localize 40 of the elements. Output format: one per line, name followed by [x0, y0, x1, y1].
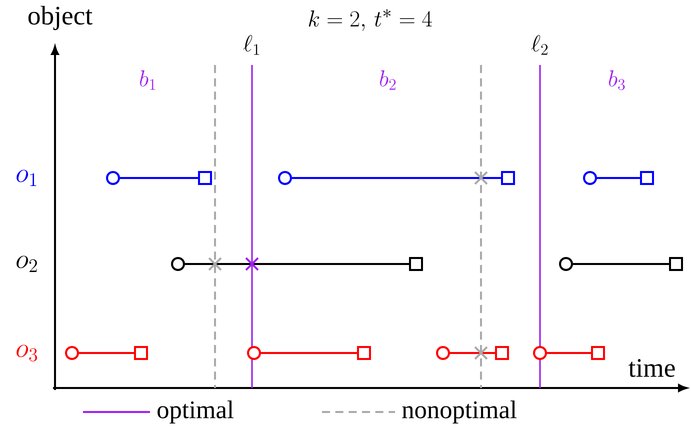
row-label: $o_1$	[16, 170, 36, 186]
end-square	[591, 346, 605, 360]
end-square	[198, 171, 212, 185]
interval-line	[261, 352, 357, 354]
line-label: $\ell_2$	[531, 35, 548, 55]
end-square	[409, 257, 423, 271]
end-square	[501, 171, 515, 185]
end-square	[357, 346, 371, 360]
interval-line	[79, 352, 134, 354]
start-circle	[171, 257, 185, 271]
interval-line	[292, 177, 501, 179]
interval-label: $b_1$	[140, 70, 156, 90]
end-square	[134, 346, 148, 360]
start-circle	[559, 257, 573, 271]
axis-label: time	[628, 359, 675, 377]
axis-label: object	[28, 6, 92, 30]
start-circle	[106, 171, 120, 185]
row-label: $o_2$	[16, 256, 37, 272]
start-circle	[436, 346, 450, 360]
start-circle	[533, 346, 547, 360]
interval-line	[597, 177, 640, 179]
end-square	[495, 346, 509, 360]
interval-label: $b_3$	[609, 70, 625, 90]
title: $k = 2,\, t^* = 4$	[308, 9, 432, 31]
interval-line	[185, 263, 409, 265]
start-circle	[583, 171, 597, 185]
interval-line	[573, 263, 669, 265]
legend-label: nonoptimal	[402, 400, 516, 424]
row-label: $o_3$	[16, 344, 38, 362]
start-circle	[278, 171, 292, 185]
start-circle	[247, 346, 261, 360]
legend-label: optimal	[158, 400, 234, 424]
start-circle	[65, 346, 79, 360]
end-square	[669, 257, 683, 271]
line-label: $\ell_1$	[243, 35, 260, 55]
interval-line	[547, 352, 591, 354]
interval-label: $b_2$	[380, 70, 396, 90]
interval-line	[450, 352, 495, 354]
interval-line	[120, 177, 198, 179]
end-square	[640, 171, 654, 185]
